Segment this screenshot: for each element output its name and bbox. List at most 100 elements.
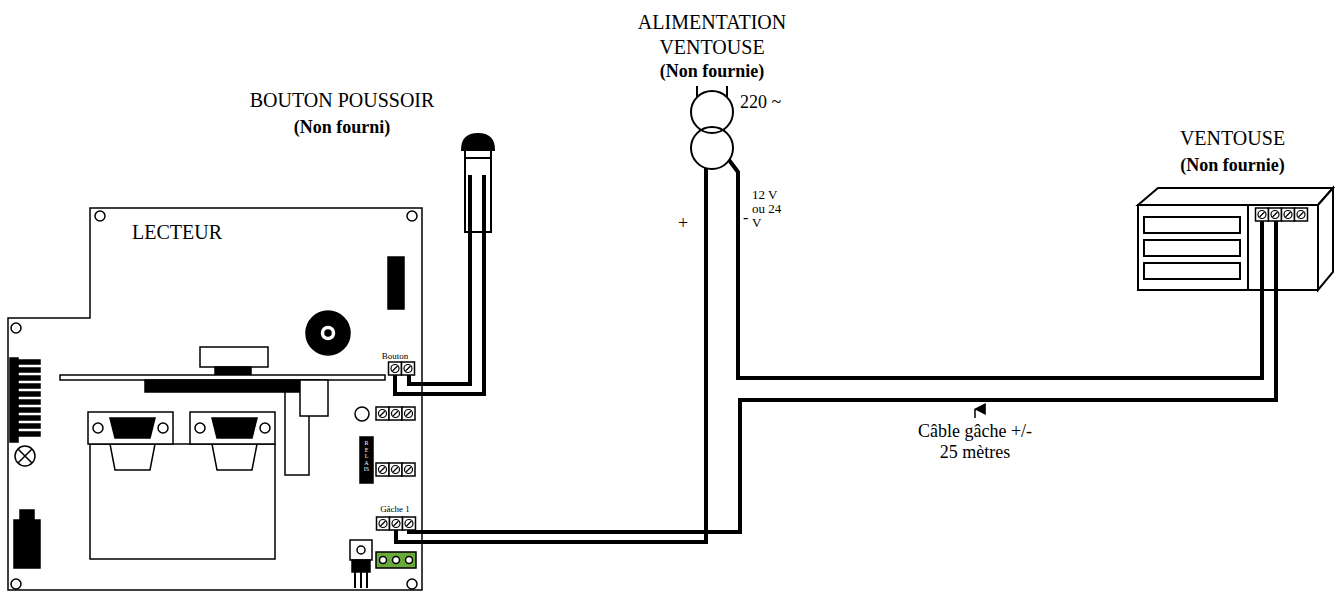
- display-connector: [145, 380, 320, 392]
- heat-sink-fin: [18, 408, 40, 412]
- power-supply: ALIMENTATION VENTOUSE(Non fournie)220 ~1…: [612, 8, 812, 238]
- terminal-screw: [393, 557, 400, 564]
- wire: [422, 232, 484, 394]
- lock-plate-edge: [1247, 205, 1249, 290]
- button-collar: [465, 150, 491, 158]
- mains-lead: [696, 86, 698, 97]
- lock-top-face: [1138, 188, 1333, 205]
- connector-screw: [195, 423, 205, 433]
- screw-terminal: [376, 407, 389, 420]
- mounting-hole: [95, 211, 105, 221]
- board-outline: [8, 208, 422, 590]
- heat-sink: [10, 358, 18, 442]
- terminal-slot: [380, 467, 385, 472]
- relay-label: RELAIS: [364, 440, 370, 473]
- heat-sink-fin: [18, 392, 40, 396]
- screw-terminal: [390, 517, 403, 530]
- interface-board: [90, 444, 275, 559]
- mounting-hole: [11, 579, 21, 589]
- wire-path: [422, 238, 706, 542]
- terminal-slot: [1273, 212, 1278, 217]
- heat-sink-fin: [18, 384, 40, 388]
- button-lead: [468, 175, 472, 232]
- green-terminal-block: [376, 552, 416, 568]
- wire-path: [422, 292, 1276, 532]
- part-name: ALIMENTATION VENTOUSE: [612, 10, 812, 60]
- cable-label: Câble gâche +/- 25 mètres: [913, 421, 1037, 463]
- lock-lead: [1274, 221, 1278, 292]
- screw-terminal: [1282, 208, 1295, 221]
- power-jack: [14, 520, 40, 568]
- connector-screw: [260, 423, 270, 433]
- wire-path: [738, 238, 1262, 378]
- terminal-slot: [381, 521, 386, 526]
- regulator-tab: [350, 540, 372, 560]
- magnetic-lock-part: VENTOUSE (Non fournie): [1130, 122, 1335, 292]
- adjust-screw-cross: [18, 449, 32, 463]
- button-body: [465, 158, 491, 232]
- terminal-screw: [405, 520, 413, 528]
- terminal-screw: [392, 466, 400, 474]
- terminal-slot: [394, 521, 399, 526]
- lock-front-face: [1138, 205, 1318, 290]
- screw-terminal: [1256, 208, 1269, 221]
- display-module: [200, 347, 268, 367]
- transformer-symbol: [691, 86, 738, 238]
- heat-sink-fin: [18, 424, 40, 428]
- button-lead: [482, 175, 486, 232]
- push-button: [462, 134, 494, 232]
- terminal-screw: [1284, 211, 1292, 219]
- terminal-screw: [406, 557, 413, 564]
- lock-leads: [1262, 221, 1276, 292]
- component-block: [388, 257, 404, 309]
- screw-terminal: [389, 463, 402, 476]
- part-name: LECTEUR: [132, 220, 272, 245]
- screw-terminal: [1295, 208, 1308, 221]
- terminal-screw: [380, 557, 387, 564]
- terminal-slot: [380, 411, 385, 416]
- power-jack-tip: [20, 510, 34, 520]
- heat-sink-fin: [18, 360, 40, 364]
- terminal-screw: [404, 365, 412, 373]
- lock-terminals: [1256, 208, 1308, 221]
- terminal-screw: [1258, 211, 1266, 219]
- heat-sink-fin: [18, 368, 40, 372]
- terminal-screw: [405, 410, 413, 418]
- mounting-hole: [11, 323, 21, 333]
- part-note: +: [678, 213, 692, 233]
- lock-slot: [1144, 263, 1240, 279]
- mounting-hole: [407, 211, 417, 221]
- relay: [360, 437, 373, 483]
- heat-sink-fin: [18, 376, 40, 380]
- terminal-screw: [1297, 211, 1305, 219]
- terminal-slot: [393, 411, 398, 416]
- db9-connector: [190, 412, 275, 444]
- mounting-hole: [407, 579, 417, 589]
- screw-terminal: [389, 362, 402, 375]
- screw-terminal: [1269, 208, 1282, 221]
- screw-terminal: [377, 517, 390, 530]
- buzzer-ring: [320, 325, 336, 341]
- part-note: -: [743, 208, 752, 228]
- adjust-screw: [15, 446, 35, 466]
- display-pins: [215, 367, 251, 375]
- heat-sink-fin: [18, 416, 40, 420]
- part-name: VENTOUSE: [1130, 126, 1335, 151]
- part-note: (Non fournie): [1130, 154, 1335, 176]
- output-lead: [729, 160, 738, 238]
- screw-terminal: [402, 362, 415, 375]
- part-note: (Non fournie): [612, 60, 812, 82]
- db9-connector: [88, 412, 173, 444]
- board-edge: [8, 208, 422, 590]
- magnetic-lock: [1138, 188, 1333, 290]
- wire-path: [422, 232, 470, 384]
- terminal-slot: [406, 467, 411, 472]
- screw-terminal: [376, 463, 389, 476]
- db9-shell: [110, 418, 155, 438]
- terminal-slot: [1299, 212, 1304, 217]
- lock-slot: [1144, 217, 1240, 233]
- screw-terminal: [402, 463, 415, 476]
- terminal-label: Bouton: [372, 351, 418, 361]
